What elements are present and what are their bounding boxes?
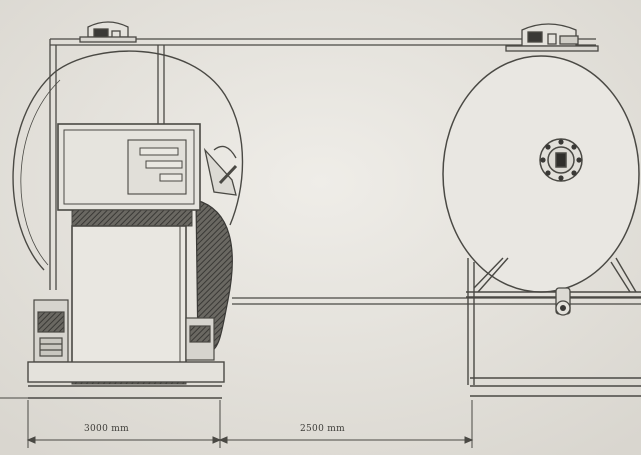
- left-tank: [12, 50, 244, 271]
- right-tank-supports: [466, 257, 641, 385]
- manhole-flange: [539, 138, 583, 182]
- left-base-frame: [27, 361, 225, 399]
- right-tank: [442, 55, 640, 293]
- dimension-label-left: 3000 mm: [84, 424, 129, 434]
- display-readouts: [139, 147, 183, 182]
- transfer-pipe: [232, 287, 641, 316]
- dimension-label-right: 2500 mm: [300, 424, 345, 434]
- top-pipes: [49, 38, 596, 290]
- hose-coil: [195, 145, 238, 353]
- fuel-dispenser: [57, 123, 201, 385]
- right-tank-dome: [505, 23, 599, 52]
- left-tank-dome: [79, 21, 137, 43]
- dimension-lines: [0, 397, 474, 448]
- pipe-valve: [555, 287, 571, 316]
- right-base-frame: [470, 377, 641, 397]
- dispenser-body: [71, 225, 187, 375]
